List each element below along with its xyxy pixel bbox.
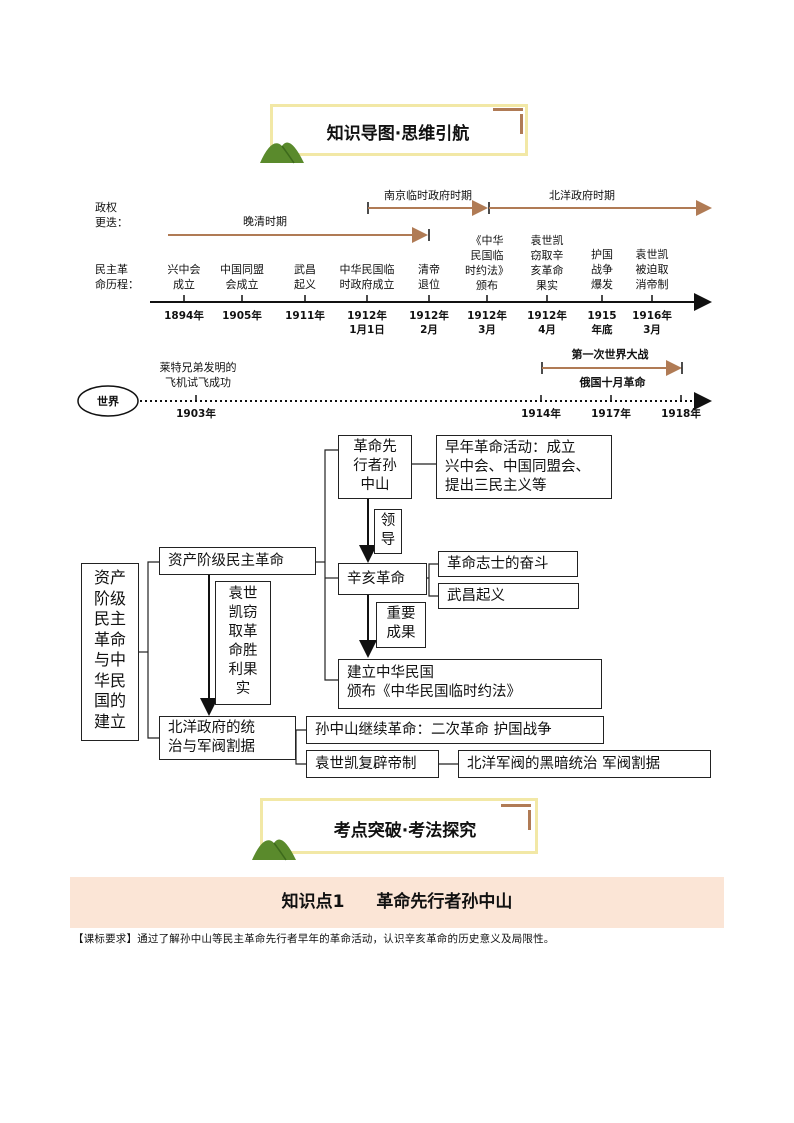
beiyang-rule-box: 北洋政府的统治与军阀割据 <box>159 716 296 760</box>
ww1-label: 第一次世界大战 <box>571 348 649 361</box>
event-tongmenghui: 中国同盟会成立 <box>220 263 264 291</box>
hill-icon <box>252 839 296 861</box>
event-yuan-abolish: 袁世凯被迫取 消帝制 <box>635 248 669 291</box>
restore-monarchy-box: 袁世凯复辟帝制 <box>306 750 439 778</box>
banner-accent-vertical <box>520 114 523 134</box>
wuchang-box: 武昌起义 <box>438 583 579 609</box>
banner-title: 知识导图·思维引航 <box>326 124 470 144</box>
event-national-protection: 护国战争 爆发 <box>591 248 613 291</box>
date-1918: 1918年 <box>661 408 701 420</box>
banner-accent-horizontal <box>501 804 531 807</box>
period-late-qing: 晚清时期 <box>243 215 287 228</box>
event-provisional-gov: 中华民国临时政府成立 <box>339 263 395 291</box>
date-1905: 1905年 <box>222 310 262 322</box>
knowledge-point-label: 知识点1 <box>281 892 345 912</box>
exam-banner: 考点突破·考法探究 <box>248 795 542 861</box>
banner-accent-vertical <box>528 810 531 830</box>
knowledge-point-topic: 革命先行者孙中山 <box>376 892 513 912</box>
bourgeois-revolution-box: 资产阶级民主革命 <box>159 547 316 575</box>
event-xingzhonghui: 兴中会成立 <box>167 263 201 291</box>
period-beiyang: 北洋政府时期 <box>549 189 615 202</box>
wright-flight: 莱特兄弟发明的飞机试飞成功 <box>159 361 237 389</box>
event-constitution: 《中华民国临 时约法》颁布 <box>465 234 509 292</box>
revolution-label: 民主革 命历程： <box>95 263 139 291</box>
xinhai-box: 辛亥革命 <box>338 563 427 595</box>
struggle-box: 革命志士的奋斗 <box>438 551 578 577</box>
regime-label: 政权 更迭： <box>95 201 128 229</box>
knowledge-point-title: 知识点1 革命先行者孙中山 <box>70 877 724 928</box>
banner-frame <box>260 798 538 854</box>
world-ellipse <box>77 385 139 417</box>
pioneer-box: 革命先行者孙 中山 <box>338 435 412 499</box>
roc-box: 建立中华民国颁布《中华民国临时约法》 <box>338 659 602 709</box>
mindmap-root: 资产阶级 民主革命 与中华民 国的建立 <box>81 563 139 741</box>
timeline-lines <box>77 200 712 417</box>
knowledge-point-band <box>70 877 724 928</box>
banner-accent-horizontal <box>493 108 523 111</box>
achievement-box: 重要成果 <box>376 602 426 648</box>
period-nanjing: 南京临时政府时期 <box>384 189 472 202</box>
curriculum-requirement: 【课标要求】通过了解孙中山等民主革命先行者早年的革命活动，认识辛亥革命的历史意义… <box>73 933 555 945</box>
event-yuan-usurp: 袁世凯窃取辛 亥革命果实 <box>530 234 564 292</box>
usurp-box: 袁世凯窃 取革命胜 利果实 <box>215 581 271 705</box>
dark-rule-box: 北洋军阀的黑暗统治 军阀割据 <box>458 750 711 778</box>
banner-title: 考点突破·考法探究 <box>333 821 477 841</box>
event-wuchang: 武昌起义 <box>294 263 316 291</box>
date-1911: 1911年 <box>285 310 325 322</box>
date-1917: 1917年 <box>591 408 631 420</box>
date-1894: 1894年 <box>164 310 204 322</box>
world-label: 世界 <box>97 395 119 408</box>
sun-continue-box: 孙中山继续革命：二次革命 护国战争 <box>306 716 604 744</box>
lead-box: 领导 <box>374 509 402 554</box>
early-activities-box: 早年革命活动：成立兴中会、中国同盟会、 提出三民主义等 <box>436 435 612 499</box>
hill-icon <box>260 142 304 164</box>
banner-frame <box>270 104 528 156</box>
mindmap-connectors <box>139 449 458 765</box>
mind-map-banner: 知识导图·思维引航 <box>258 100 532 164</box>
date-1903: 1903年 <box>176 408 216 420</box>
october-label: 俄国十月革命 <box>579 376 646 389</box>
date-1914: 1914年 <box>521 408 561 420</box>
event-abdication: 清帝退位 <box>418 263 440 291</box>
